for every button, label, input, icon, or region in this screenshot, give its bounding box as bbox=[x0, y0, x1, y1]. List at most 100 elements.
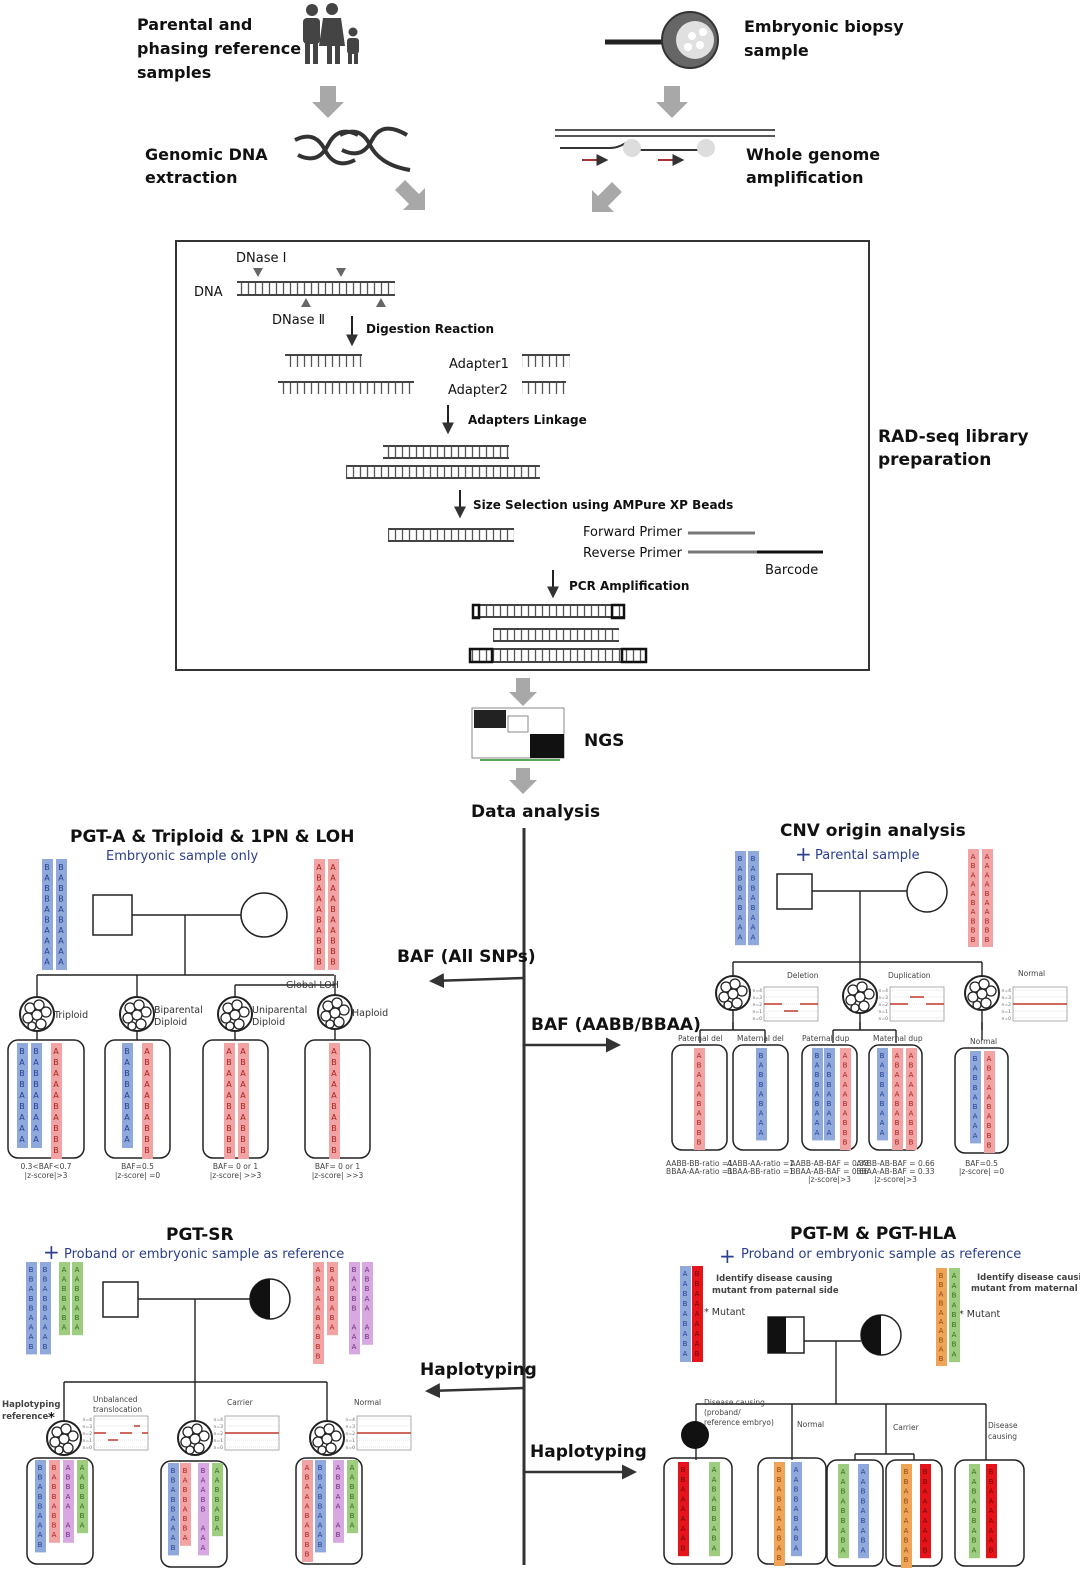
dna-fragment bbox=[493, 629, 619, 641]
allele-column-red bbox=[329, 1043, 340, 1159]
allele-letter: A bbox=[738, 933, 743, 941]
allele-letter: A bbox=[697, 1052, 702, 1060]
baf-aabb-label: BAF (AABB/BBAA) bbox=[531, 1015, 701, 1035]
allele-letter: B bbox=[226, 1124, 232, 1133]
allele-letter: A bbox=[683, 1270, 688, 1278]
allele-letter: A bbox=[43, 1285, 48, 1293]
allele-letter: A bbox=[794, 1505, 799, 1513]
embryo-biopsy-label: Embryonic biopsy sample bbox=[744, 17, 904, 60]
allele-letter: B bbox=[352, 1295, 357, 1303]
dna-fragment bbox=[346, 466, 540, 478]
allele-letter: A bbox=[330, 926, 336, 935]
allele-letter: A bbox=[827, 1062, 832, 1070]
embryo-stat: AABB-AA-ratio =1 bbox=[727, 1159, 794, 1168]
global-loh-label: Global LOH bbox=[286, 980, 339, 991]
allele-letter: A bbox=[66, 1502, 71, 1510]
allele-letter: B bbox=[318, 1474, 323, 1482]
allele-letter: A bbox=[19, 1058, 25, 1067]
allele-column-blue bbox=[26, 1262, 37, 1355]
cn-level-label: n=3 bbox=[346, 1424, 356, 1430]
allele-letter: B bbox=[52, 1464, 57, 1472]
text-line: Embryonic biopsy bbox=[744, 17, 904, 36]
mutant-label: * Mutant bbox=[959, 1309, 1001, 1320]
allele-letter: B bbox=[681, 1476, 686, 1484]
allele-letter: A bbox=[44, 926, 50, 935]
allele-letter: A bbox=[53, 1113, 59, 1122]
allele-letter: A bbox=[841, 1546, 846, 1554]
embryo-icon bbox=[217, 996, 253, 1032]
allele-letter: A bbox=[712, 1525, 717, 1533]
allele-letter: B bbox=[904, 1537, 909, 1545]
allele-letter: A bbox=[827, 1110, 832, 1118]
embryo-stat: AABB-BB-ratio =1 bbox=[666, 1159, 733, 1168]
allele-letter: B bbox=[183, 1496, 188, 1504]
barcode-block bbox=[471, 603, 481, 620]
allele-letter: A bbox=[971, 853, 976, 861]
allele-letter: A bbox=[124, 1124, 130, 1133]
dna-fragment bbox=[285, 355, 362, 367]
allele-letter: B bbox=[19, 1080, 25, 1089]
allele-letter: B bbox=[971, 899, 976, 907]
dna-fragment bbox=[278, 382, 414, 394]
allele-letter: B bbox=[144, 1102, 150, 1111]
allele-letter: B bbox=[841, 1488, 846, 1496]
allele-letter: B bbox=[904, 1556, 909, 1564]
allele-letter: B bbox=[939, 1336, 944, 1344]
allele-letter: B bbox=[38, 1493, 43, 1501]
allele-letter: B bbox=[75, 1285, 80, 1293]
allele-letter: A bbox=[124, 1058, 130, 1067]
ngs-label: NGS bbox=[584, 731, 624, 751]
allele-letter: A bbox=[226, 1091, 232, 1100]
cnv-group-label: Duplication bbox=[888, 971, 931, 980]
allele-letter: A bbox=[695, 1310, 700, 1318]
allele-letter: A bbox=[58, 926, 64, 935]
gray-arrows bbox=[312, 86, 688, 794]
allele-letter: B bbox=[939, 1281, 944, 1289]
allele-letter: A bbox=[815, 1110, 820, 1118]
allele-letter: B bbox=[777, 1495, 782, 1503]
dna-fragment bbox=[388, 529, 514, 541]
allele-letter: A bbox=[62, 1304, 67, 1312]
allele-letter: A bbox=[29, 1314, 34, 1322]
allele-letter: A bbox=[861, 1507, 866, 1515]
allele-letter: B bbox=[843, 1119, 848, 1127]
allele-letter: A bbox=[841, 1478, 846, 1486]
allele-letter: B bbox=[316, 1343, 321, 1351]
allele-letter: A bbox=[52, 1474, 57, 1482]
allele-letter: B bbox=[841, 1517, 846, 1525]
allele-letter: B bbox=[80, 1483, 85, 1491]
allele-letter: A bbox=[738, 865, 743, 873]
cnv-embryo-label: Maternal dup bbox=[873, 1034, 923, 1043]
allele-letter: A bbox=[909, 1052, 914, 1060]
cn-level-label: n=4 bbox=[214, 1417, 224, 1423]
allele-letter: B bbox=[841, 1507, 846, 1515]
allele-letter: A bbox=[144, 1069, 150, 1078]
allele-letter: B bbox=[330, 937, 336, 946]
allele-letter: A bbox=[939, 1346, 944, 1354]
allele-letter: A bbox=[794, 1476, 799, 1484]
allele-letter: A bbox=[939, 1327, 944, 1335]
biopsy-pipette-icon bbox=[605, 11, 719, 69]
embryo-stat: |z-score|>3 bbox=[25, 1171, 68, 1180]
allele-column-blue bbox=[42, 859, 53, 970]
carrier-father-symbol bbox=[767, 1316, 805, 1354]
allele-letter: B bbox=[330, 1266, 335, 1274]
allele-letter: A bbox=[695, 1300, 700, 1308]
allele-letter: B bbox=[815, 1071, 820, 1079]
allele-letter: A bbox=[895, 1071, 900, 1079]
haplotyping-ref-label: Haplotyping bbox=[2, 1400, 60, 1410]
allele-letter: A bbox=[923, 1527, 928, 1535]
allele-letter: A bbox=[19, 1113, 25, 1122]
allele-letter: A bbox=[880, 1110, 885, 1118]
allele-letter: A bbox=[759, 1090, 764, 1098]
allele-letter: B bbox=[66, 1483, 71, 1491]
allele-letter: B bbox=[305, 1541, 310, 1549]
allele-letter: B bbox=[972, 1517, 977, 1525]
allele-letter: B bbox=[843, 1138, 848, 1146]
allele-letter: B bbox=[240, 1146, 246, 1155]
allele-letter: B bbox=[971, 917, 976, 925]
allele-letter: A bbox=[44, 905, 50, 914]
allele-letter: B bbox=[215, 1486, 220, 1494]
allele-letter: A bbox=[843, 1081, 848, 1089]
pedigree-lines bbox=[36, 914, 336, 1000]
